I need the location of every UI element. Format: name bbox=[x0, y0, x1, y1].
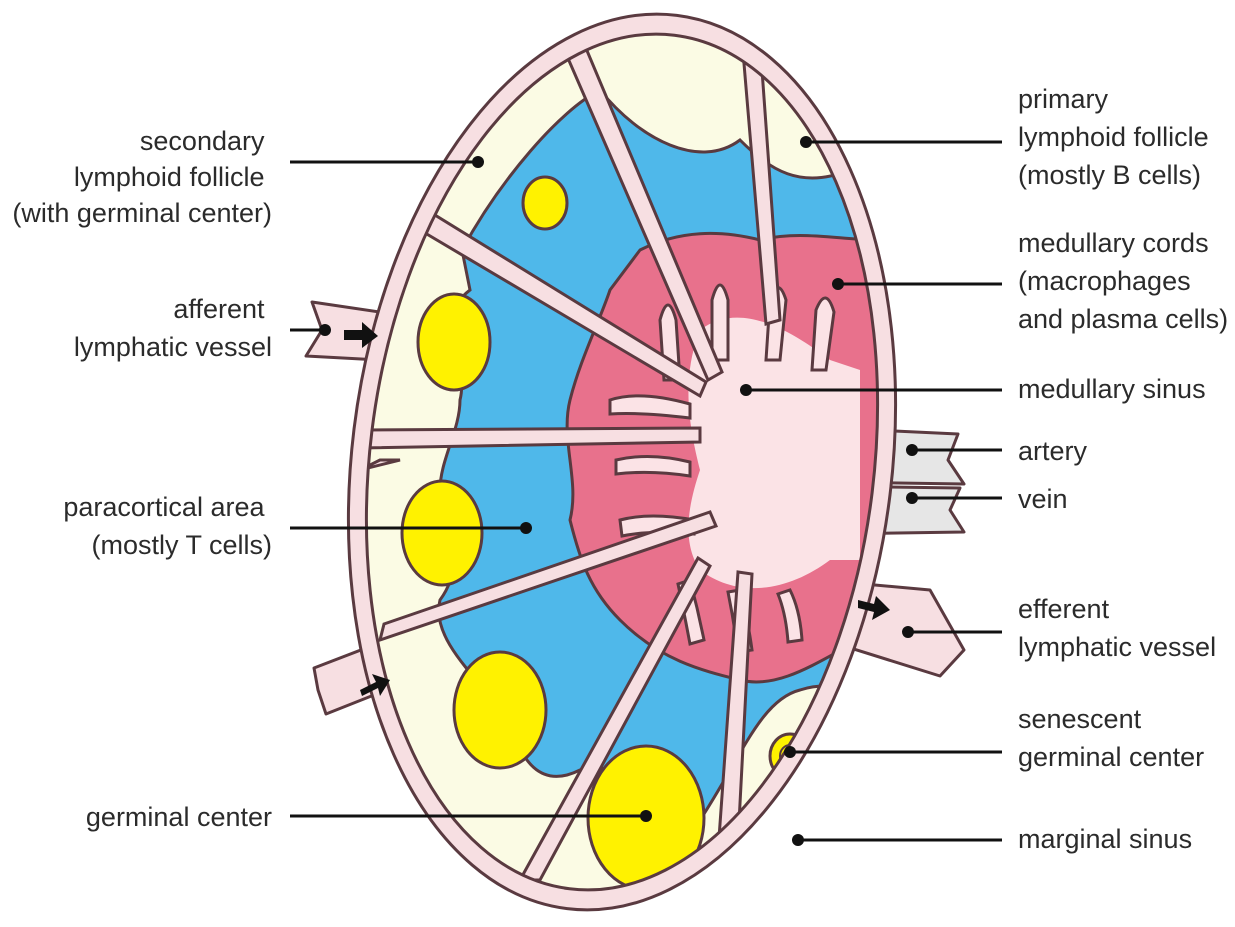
label-efferent-vessel: efferent lymphatic vessel bbox=[1018, 594, 1216, 662]
germinal-center-3 bbox=[402, 481, 482, 585]
label-medullary-cords: medullary cords (macrophages and plasma … bbox=[1018, 228, 1228, 334]
label-secondary-follicle: secondary lymphoid follicle (with germin… bbox=[12, 126, 272, 228]
label-artery: artery bbox=[1018, 436, 1088, 466]
label-senescent-germinal-center: senescent germinal center bbox=[1018, 704, 1204, 772]
germinal-center-1 bbox=[523, 177, 567, 229]
node-interior bbox=[300, 0, 940, 927]
label-medullary-sinus: medullary sinus bbox=[1018, 374, 1206, 404]
label-germinal-center: germinal center bbox=[86, 802, 272, 832]
germinal-center-2 bbox=[418, 294, 490, 390]
label-afferent-vessel: afferent lymphatic vessel bbox=[74, 294, 272, 362]
label-vein: vein bbox=[1018, 484, 1068, 514]
label-marginal-sinus: marginal sinus bbox=[1018, 824, 1192, 854]
label-paracortical-area: paracortical area (mostly T cells) bbox=[63, 492, 272, 560]
label-primary-follicle: primary lymphoid follicle (mostly B cell… bbox=[1018, 84, 1216, 190]
germinal-center-4 bbox=[454, 652, 546, 768]
